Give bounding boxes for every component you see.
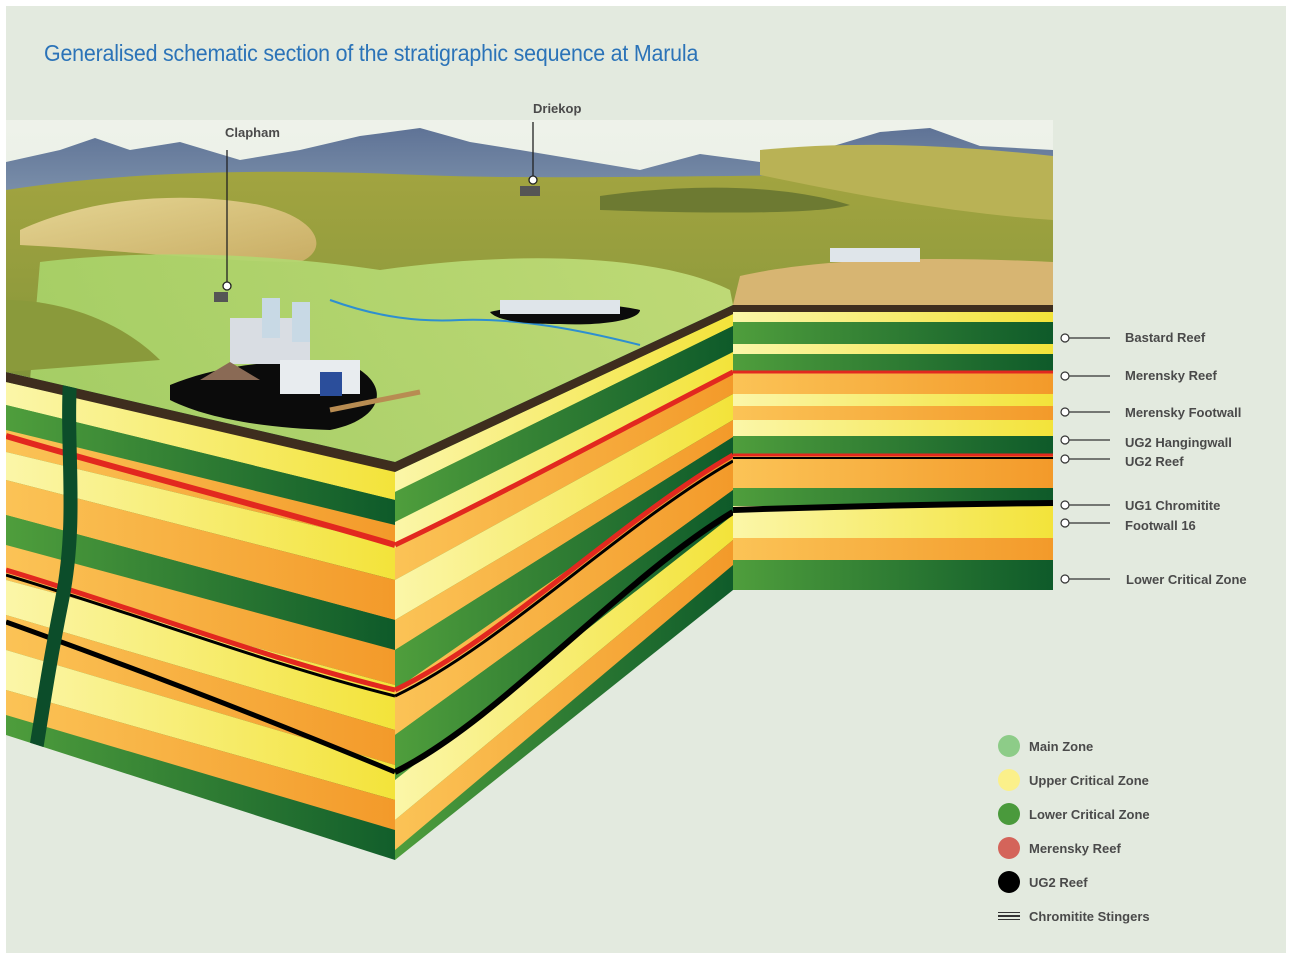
- leader-dot: [1060, 500, 1070, 510]
- driekop-shaft: [520, 186, 540, 196]
- legend-label: Chromitite Stingers: [1029, 908, 1150, 924]
- legend-swatch-merensky-reef: [998, 837, 1020, 859]
- leader-dot: [1060, 435, 1070, 445]
- legend-label: Main Zone: [1029, 738, 1094, 754]
- leader-dot: [1060, 518, 1070, 528]
- far-hill-right: [760, 144, 1053, 220]
- layer-label-ug1-chromitite: UG1 Chromitite: [1125, 498, 1221, 513]
- legend-label: UG2 Reef: [1029, 874, 1088, 890]
- layer-label-bastard-reef: Bastard Reef: [1125, 330, 1206, 345]
- diagram-title: Generalised schematic section of the str…: [44, 40, 699, 66]
- driekop-marker: [528, 122, 538, 185]
- driekop-label: Driekop: [533, 101, 582, 116]
- clapham-marker: [222, 150, 232, 291]
- block-left-face: [6, 372, 395, 860]
- block-right-face: [733, 305, 1053, 590]
- legend-swatch-ug2-reef: [998, 871, 1020, 893]
- clapham-shaft: [214, 292, 228, 302]
- layer-label-ug2-reef: UG2 Reef: [1125, 454, 1184, 469]
- legend-swatch-lower-critical-zone: [998, 803, 1020, 825]
- layer-label-ug2-hangingwall: UG2 Hangingwall: [1125, 435, 1232, 450]
- legend-swatch-main-zone: [998, 735, 1020, 757]
- leader-dot: [1060, 407, 1070, 417]
- leader-dot: [1060, 371, 1070, 381]
- layer-label-leaders: [1060, 333, 1110, 584]
- legend-swatch-upper-critical-zone: [998, 769, 1020, 791]
- dark-ridge: [600, 187, 850, 213]
- legend-item-ug2-reef: UG2 Reef: [998, 870, 1088, 894]
- river: [329, 299, 641, 346]
- legend-item-chromitite-stingers: Chromitite Stingers: [998, 904, 1150, 928]
- leader-dot: [1060, 454, 1070, 464]
- layer-label-merensky-footwall: Merensky Footwall: [1125, 405, 1242, 420]
- chromitite-stingers-icon: [998, 905, 1020, 927]
- layer-label-merensky-reef: Merensky Reef: [1125, 368, 1217, 383]
- landscape: [6, 120, 1053, 462]
- plain-right: [733, 258, 1053, 305]
- legend-label: Merensky Reef: [1029, 840, 1121, 856]
- legend-item-main-zone: Main Zone: [998, 734, 1093, 758]
- village-houses-far: [830, 248, 920, 262]
- processing-plant: [200, 298, 421, 413]
- layer-label-footwall-16: Footwall 16: [1125, 518, 1196, 533]
- legend-item-merensky-reef: Merensky Reef: [998, 836, 1121, 860]
- layer-label-lower-critical-zone: Lower Critical Zone: [1126, 572, 1247, 587]
- legend-item-lower-critical-zone: Lower Critical Zone: [998, 802, 1150, 826]
- leader-dot: [1060, 574, 1070, 584]
- village-houses: [500, 300, 620, 314]
- legend-label: Lower Critical Zone: [1029, 806, 1150, 822]
- sandy-hill-left: [20, 197, 317, 262]
- hill-foreground-left: [6, 300, 160, 372]
- legend-item-upper-critical-zone: Upper Critical Zone: [998, 768, 1149, 792]
- dyke: [29, 379, 78, 752]
- leader-dot: [1060, 333, 1070, 343]
- clapham-label: Clapham: [225, 125, 280, 140]
- legend-label: Upper Critical Zone: [1029, 772, 1149, 788]
